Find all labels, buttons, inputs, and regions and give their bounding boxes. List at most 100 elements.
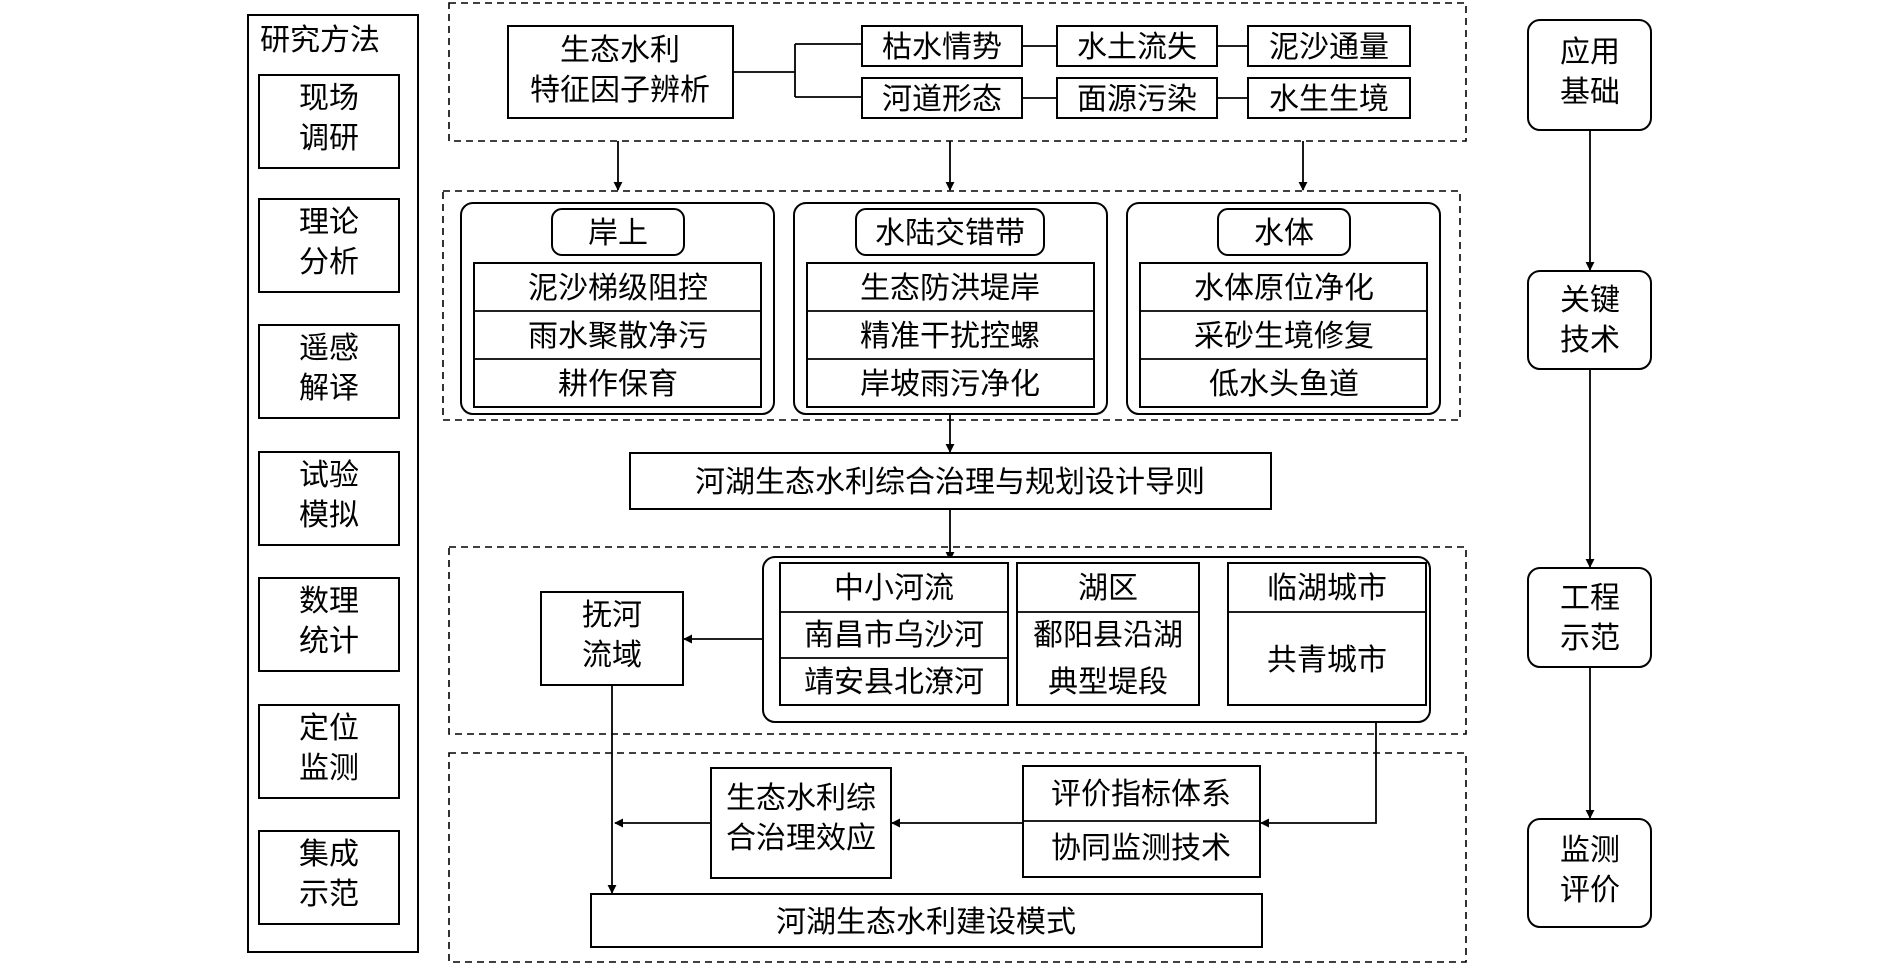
zone-item-list xyxy=(806,262,1095,408)
zone-title: 水体 xyxy=(1254,216,1314,251)
site-column xyxy=(1016,562,1200,706)
method-label: 遥感 xyxy=(299,331,359,366)
method-label: 数理 xyxy=(299,584,359,619)
factor-box: 水土流失 xyxy=(1056,25,1218,67)
site-column-header: 临湖城市 xyxy=(1267,571,1387,606)
zone-item: 泥沙梯级阻控 xyxy=(528,271,708,306)
zone-panel: 岸上 泥沙梯级阻控 雨水聚散净污 耕作保育 xyxy=(460,202,775,415)
site-name: 共青城市 xyxy=(1267,643,1387,678)
method-label: 解译 xyxy=(299,371,359,406)
method-box: 数理 统计 xyxy=(258,577,400,672)
zone-title: 岸上 xyxy=(588,216,648,251)
evaluation-item: 评价指标体系 xyxy=(1051,777,1231,812)
zone-panel: 水陆交错带 生态防洪堤岸 精准干扰控螺 岸坡雨污净化 xyxy=(793,202,1108,415)
stage-label: 示范 xyxy=(1560,621,1620,656)
zone-item-list xyxy=(473,262,762,408)
method-label: 调研 xyxy=(299,121,359,156)
factor-link-line xyxy=(1022,45,1248,99)
basin-label: 抚河 xyxy=(582,598,642,633)
stage-label: 基础 xyxy=(1560,75,1620,110)
site-name: 南昌市乌沙河 xyxy=(804,618,984,653)
site-name: 靖安县北潦河 xyxy=(804,665,984,700)
factor-box: 泥沙通量 xyxy=(1247,25,1411,67)
factor-main-box: 生态水利 特征因子辨析 xyxy=(507,25,734,119)
factor-section: 生态水利 特征因子辨析 枯水情势 水土流失 泥沙通量 河道形态 面源污染 水生生… xyxy=(448,2,1467,142)
stage-box: 应用 基础 xyxy=(1527,19,1652,131)
effect-label: 生态水利综 xyxy=(726,781,876,816)
zone-item-list xyxy=(1139,262,1428,408)
guideline-box: 河湖生态水利综合治理与规划设计导则 xyxy=(629,452,1272,510)
guideline-label: 河湖生态水利综合治理与规划设计导则 xyxy=(695,465,1205,500)
factor-label: 河道形态 xyxy=(882,82,1002,117)
factor-label: 面源污染 xyxy=(1077,82,1197,117)
factor-label: 水生生境 xyxy=(1269,82,1389,117)
factor-main-line: 特征因子辨析 xyxy=(530,73,710,108)
method-label: 集成 xyxy=(299,837,359,872)
stage-box: 关键 技术 xyxy=(1527,270,1652,370)
zone-item: 采砂生境修复 xyxy=(1194,319,1374,354)
method-box: 试验 模拟 xyxy=(258,451,400,546)
research-methods-title: 研究方法 xyxy=(260,23,380,58)
stages-column: 应用 基础 关键 技术 工程 示范 监测 评价 xyxy=(1527,19,1652,928)
stage-box: 监测 评价 xyxy=(1527,818,1652,928)
stage-label: 关键 xyxy=(1560,283,1620,318)
method-label: 模拟 xyxy=(299,498,359,533)
zones-section: 岸上 泥沙梯级阻控 雨水聚散净污 耕作保育 水陆交错带 生态防洪堤岸 精准干扰控… xyxy=(442,190,1461,421)
method-box: 定位 监测 xyxy=(258,704,400,799)
method-label: 定位 xyxy=(299,711,359,746)
factor-box: 面源污染 xyxy=(1056,77,1218,119)
model-label: 河湖生态水利建设模式 xyxy=(776,905,1076,940)
site-name: 鄱阳县沿湖 xyxy=(1033,618,1183,653)
zone-title-pill xyxy=(551,208,685,256)
zone-item: 低水头鱼道 xyxy=(1209,367,1359,402)
site-column-header: 湖区 xyxy=(1078,571,1138,606)
stage-label: 工程 xyxy=(1560,581,1620,616)
method-label: 分析 xyxy=(299,245,359,280)
zone-item: 生态防洪堤岸 xyxy=(860,271,1040,306)
basin-label: 流域 xyxy=(582,638,642,673)
factor-label: 枯水情势 xyxy=(882,30,1002,65)
site-column-header: 中小河流 xyxy=(834,571,954,606)
research-methods-panel: 研究方法 现场 调研 理论 分析 遥感 解译 试验 模拟 数理 统计 定 xyxy=(247,14,419,953)
factor-box: 河道形态 xyxy=(861,77,1023,119)
zone-title: 水陆交错带 xyxy=(875,216,1025,251)
method-label: 统计 xyxy=(299,624,359,659)
method-box: 理论 分析 xyxy=(258,198,400,293)
zone-panel: 水体 水体原位净化 采砂生境修复 低水头鱼道 xyxy=(1126,202,1441,415)
effect-label: 合治理效应 xyxy=(726,821,876,856)
factor-label: 水土流失 xyxy=(1077,30,1197,65)
factor-main-line: 生态水利 xyxy=(560,33,680,68)
zone-item: 水体原位净化 xyxy=(1194,271,1374,306)
factor-label: 泥沙通量 xyxy=(1269,30,1389,65)
effect-box: 生态水利综 合治理效应 xyxy=(710,767,892,879)
demo-section: 抚河 流域 中小河流 南昌市乌沙河 靖安县北潦河 湖区 鄱阳县沿湖 典型堤段 临… xyxy=(448,546,1467,735)
zone-item: 雨水聚散净污 xyxy=(528,319,708,354)
demo-sites-panel: 中小河流 南昌市乌沙河 靖安县北潦河 湖区 鄱阳县沿湖 典型堤段 临湖城市 共青… xyxy=(762,556,1431,723)
factor-box: 枯水情势 xyxy=(861,25,1023,67)
method-box: 集成 示范 xyxy=(258,830,400,925)
factor-bracket-line xyxy=(733,43,862,98)
basin-box: 抚河 流域 xyxy=(540,591,684,686)
flow-arrow xyxy=(1260,722,1377,828)
stage-label: 应用 xyxy=(1560,35,1620,70)
stage-box: 工程 示范 xyxy=(1527,567,1652,668)
evaluation-item: 协同监测技术 xyxy=(1051,831,1231,866)
model-box: 河湖生态水利建设模式 xyxy=(590,893,1263,948)
method-label: 示范 xyxy=(299,877,359,912)
zone-item: 精准干扰控螺 xyxy=(860,319,1040,354)
method-box: 遥感 解译 xyxy=(258,324,400,419)
zone-item: 岸坡雨污净化 xyxy=(860,367,1040,402)
stage-label: 评价 xyxy=(1560,873,1620,908)
method-label: 理论 xyxy=(299,205,359,240)
site-column xyxy=(1227,562,1427,706)
stage-label: 监测 xyxy=(1560,833,1620,868)
method-label: 现场 xyxy=(299,81,359,116)
zone-item: 耕作保育 xyxy=(558,367,678,402)
zone-title-pill xyxy=(1217,208,1351,256)
zone-title-pill xyxy=(855,208,1045,256)
method-label: 监测 xyxy=(299,751,359,786)
site-column xyxy=(779,562,1009,706)
factor-box: 水生生境 xyxy=(1247,77,1411,119)
stage-label: 技术 xyxy=(1560,323,1620,358)
